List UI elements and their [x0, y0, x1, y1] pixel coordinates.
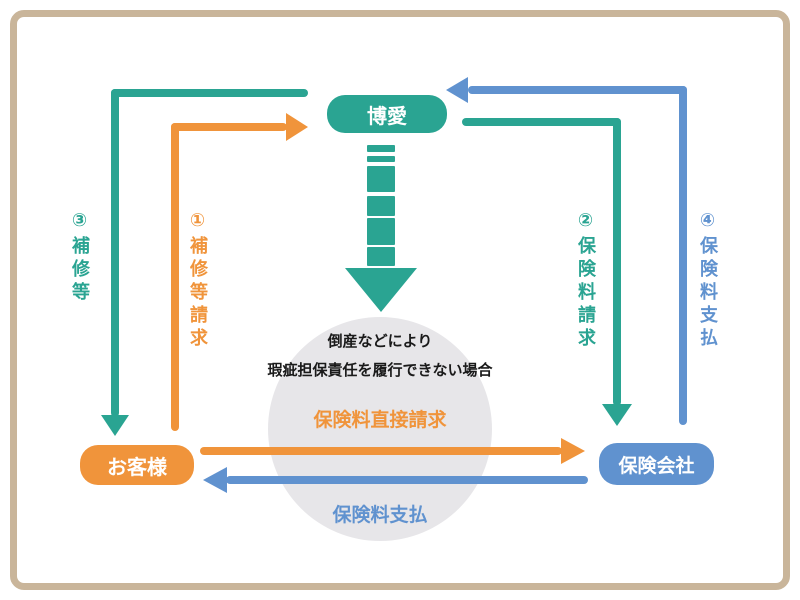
- flow-direct-claim-arrowhead-right: [561, 438, 585, 464]
- flow-premium-payment-line-horizontal: [468, 86, 687, 94]
- bankruptcy-arrow-dash: [367, 145, 395, 152]
- bankruptcy-arrow-dash: [367, 247, 395, 266]
- flow-premium-payment-label: ④保険料支払: [697, 210, 718, 351]
- bankruptcy-arrowhead-down: [345, 268, 417, 312]
- flow-premium-request-label: ②保険料請求: [575, 210, 596, 351]
- bankruptcy-arrow-dash: [367, 156, 395, 162]
- flow-repair-request-label: ①補修等請求: [187, 210, 208, 351]
- flow-repair-label: ③補修等: [69, 210, 90, 305]
- node-insurer-label: 保険会社: [618, 454, 695, 477]
- bankruptcy-arrow-dash: [367, 218, 395, 245]
- flow-premium-request-line-horizontal: [462, 118, 621, 126]
- failure-scenario-circle: [268, 317, 492, 541]
- node-customer-label: お客様: [107, 454, 167, 479]
- flow-repair-request-line-horizontal: [171, 123, 287, 131]
- flow-repair-request-arrowhead-right: [286, 113, 308, 141]
- node-hakuai: 博愛: [327, 95, 447, 133]
- flow-repair-line-vertical: [111, 89, 119, 417]
- flow-repair-request-line-vertical: [171, 123, 179, 431]
- node-insurer: 保険会社: [599, 443, 714, 485]
- flow-premium-request-arrowhead-down: [602, 404, 632, 426]
- flow-repair-line-horizontal: [111, 89, 308, 97]
- scenario-condition-line1: 倒産などにより: [327, 332, 433, 350]
- node-customer: お客様: [80, 445, 194, 485]
- flow-payment-arrowhead-left: [203, 467, 227, 493]
- flow-premium-payment-line-vertical: [679, 86, 687, 425]
- node-hakuai-label: 博愛: [367, 103, 407, 128]
- flow-premium-request-line-vertical: [613, 118, 621, 406]
- bankruptcy-arrow-dash: [367, 196, 395, 216]
- payment-label: 保険料支払: [332, 504, 428, 526]
- flow-direct-claim-line: [200, 447, 562, 455]
- flow-premium-payment-arrowhead-left: [446, 77, 468, 103]
- bankruptcy-arrow-dash: [367, 166, 395, 192]
- flow-payment-line: [226, 476, 588, 484]
- page-frame: [10, 10, 790, 590]
- flow-repair-arrowhead-down: [101, 415, 129, 436]
- direct-claim-label: 保険料直接請求: [313, 409, 447, 431]
- scenario-condition-line2: 瑕疵担保責任を履行できない場合: [267, 361, 493, 379]
